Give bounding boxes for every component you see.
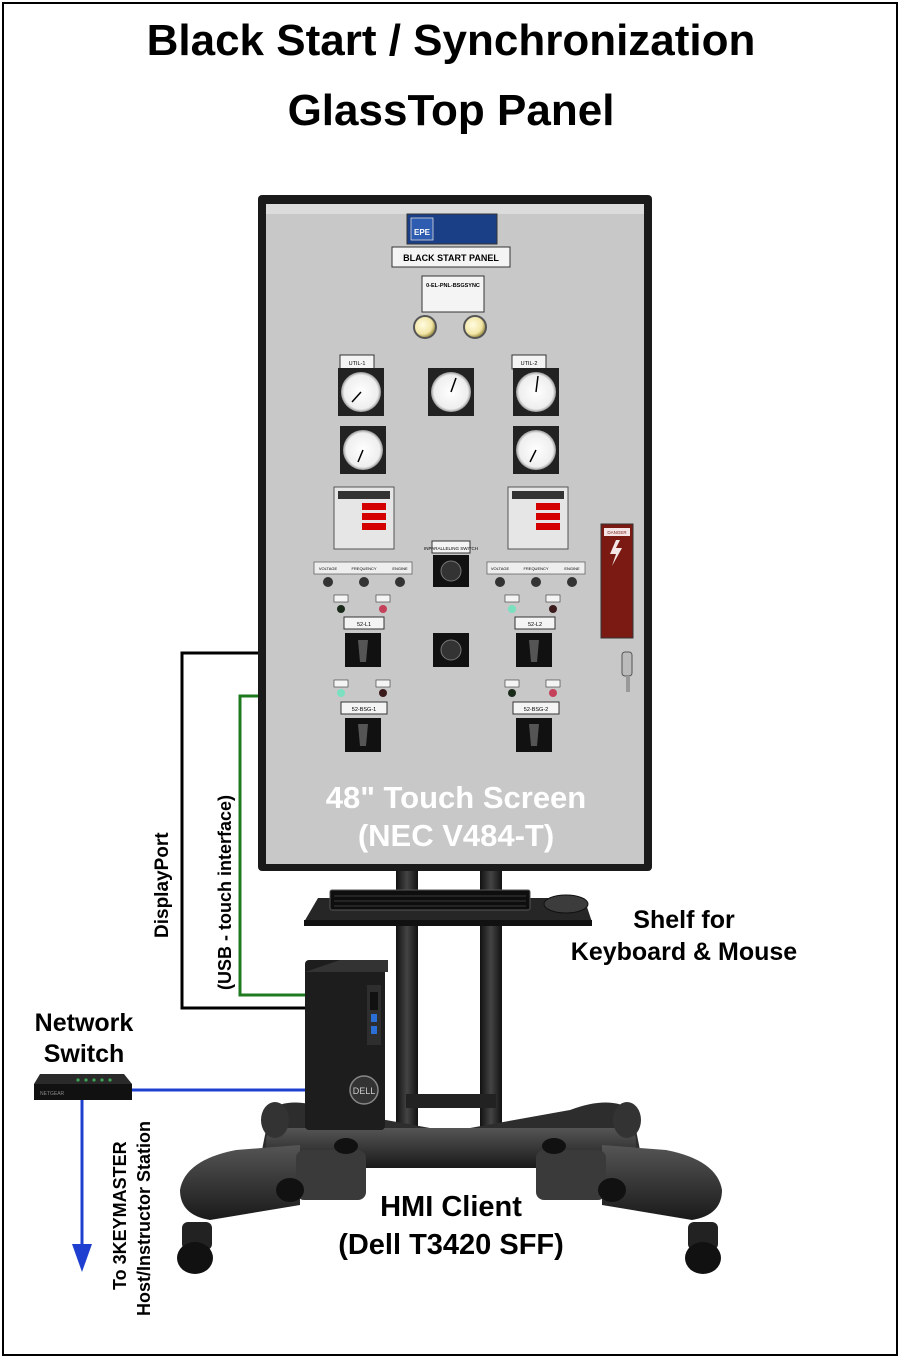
shelf-label-line-2: Keyboard & Mouse [570,938,798,966]
panel-face [313,213,634,752]
left-voltage-header: VOLTAGE [319,566,338,571]
title-line-1: Black Start / Synchronization [146,16,756,65]
shelf-label: Shelf for Keyboard & Mouse [548,904,820,968]
analog-meters [338,368,559,474]
uplink-arrow [72,1244,92,1272]
sync-switch-label: INPARALLELING SWITCH [424,546,478,551]
svg-text:DELL: DELL [353,1086,376,1096]
displayport-label: DisplayPort [152,832,173,938]
keyboard-shelf [304,889,592,926]
right-voltage-header: VOLTAGE [491,566,510,571]
dell-pc: DELL [305,960,388,1130]
left-meter-label: UTIL-1 [349,361,366,367]
shelf-label-line-1: Shelf for [633,906,735,934]
digital-relays [333,486,569,550]
danger-label: DANGER [607,530,627,535]
hmi-label-line-1: HMI Client [380,1191,522,1223]
network-switch-label: Network Switch [14,1008,154,1070]
network-switch-device: NETGEAR [34,1074,132,1100]
right-engine-header: ENGINE [564,566,580,571]
left-breaker-label: 52-L1 [357,622,371,628]
screen-caption-line-2: (NEC V484-T) [357,818,555,853]
hmi-label-line-2: (Dell T3420 SFF) [338,1229,564,1261]
network-switch-label-line-1: Network [34,1009,134,1037]
network-switch-label-line-2: Switch [43,1040,125,1068]
stand-base [177,1102,722,1274]
screen-caption-line-1: 48" Touch Screen [325,780,587,815]
panel-tag-label: 0-EL-PNL-BSGSYNC [426,283,480,289]
svg-text:NETGEAR: NETGEAR [40,1091,65,1097]
title-line-2: GlassTop Panel [287,86,615,135]
right-breaker-label: 52-L2 [528,622,542,628]
hmi-label: HMI Client (Dell T3420 SFF) [296,1188,606,1264]
panel-header-label: BLACK START PANEL [403,253,499,263]
usb-label: (USB - touch interface) [215,794,235,990]
panel-logo-text: EPE [414,228,431,237]
uplink-label-line-2: Host/Instructor Station [134,1120,154,1316]
uplink-label-line-1: To 3KEYMASTER [110,1141,130,1290]
stand-poles [396,868,502,1128]
breaker-switches [345,633,552,667]
left-engine-header: ENGINE [392,566,408,571]
usb-cable [238,694,305,997]
left-frequency-header: FREQUENCY [351,566,376,571]
right-meter-label: UTIL-2 [521,361,538,367]
displayport-cable [180,651,305,1010]
cables [72,651,305,1272]
right-gen-breaker-label: 52-BSG-2 [524,707,548,713]
left-gen-breaker-label: 52-BSG-1 [352,707,376,713]
right-frequency-header: FREQUENCY [523,566,548,571]
